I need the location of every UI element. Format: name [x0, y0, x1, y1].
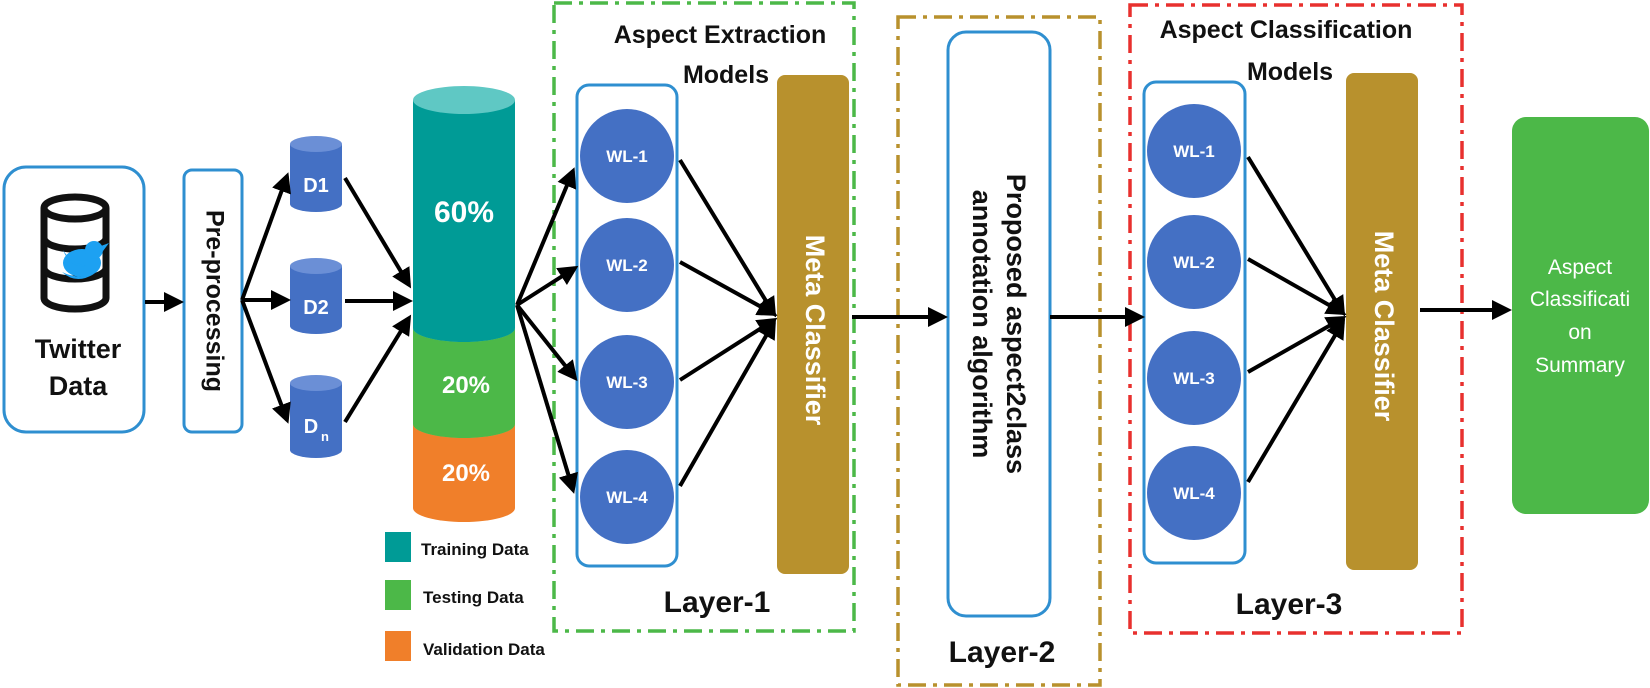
arrow [515, 265, 579, 307]
weak-learner-label: WL-3 [1173, 369, 1215, 388]
database-icon [40, 193, 110, 313]
arrow [678, 318, 776, 487]
twitter-bird-icon [62, 241, 109, 280]
legend-label-training: Training Data [421, 540, 529, 559]
output-label: Aspect [1548, 256, 1612, 279]
weak-learner-label: WL-4 [606, 488, 648, 507]
layer-3-frame: Aspect Classification Models Layer-3 [1128, 3, 1464, 635]
training-segment: 60% [413, 86, 515, 342]
layer-1-label: Layer-1 [664, 586, 771, 619]
legend: Training Data Testing Data Validation Da… [385, 532, 545, 661]
dataset-dn-label: D [304, 416, 318, 438]
output-label: Classificati [1530, 288, 1630, 311]
arrow [343, 176, 412, 289]
weak-learner-4: WL-4 [1147, 446, 1241, 540]
layer-1-meta-classifier: Meta Classifier [777, 75, 849, 574]
dataset-d2-label: D2 [303, 297, 329, 319]
meta-classifier-label: Meta Classifier [1369, 231, 1399, 422]
output-label: Summary [1535, 354, 1625, 377]
dataset-d2: D2 [290, 258, 342, 334]
weak-learner-label: WL-3 [606, 373, 648, 392]
layer-3-learner-group: WL-1 WL-2 WL-3 WL-4 [1142, 80, 1247, 565]
arrow [240, 172, 291, 301]
weak-learner-label: WL-2 [606, 256, 648, 275]
weak-learner-1: WL-1 [1147, 104, 1241, 198]
output-summary-box: Aspect Classificati on Summary [1512, 117, 1649, 514]
arrow [240, 299, 291, 424]
layer-3-label: Layer-3 [1236, 588, 1343, 621]
layer-3-meta-classifier: Meta Classifier [1346, 73, 1418, 570]
dataset-d1-label: D1 [303, 175, 329, 197]
weak-learner-1: WL-1 [580, 109, 674, 203]
weak-learner-label: WL-1 [1173, 142, 1215, 161]
layer-3-title: Models [1247, 58, 1333, 86]
layer-1-title: Models [683, 61, 769, 89]
layer-1-title: Aspect Extraction [614, 21, 827, 49]
legend-label-validation: Validation Data [423, 640, 545, 659]
data-split-stack: 20% 20% 60% [413, 86, 515, 522]
weak-learner-4: WL-4 [580, 450, 674, 544]
weak-learner-label: WL-1 [606, 147, 648, 166]
arrow [1246, 318, 1346, 484]
arrow [515, 167, 577, 306]
arrow [1247, 257, 1347, 315]
arrow [515, 303, 578, 382]
flow-arrows [145, 155, 1512, 494]
testing-percent: 20% [442, 372, 490, 399]
weak-learner-2: WL-2 [580, 218, 674, 312]
meta-classifier-label: Meta Classifier [800, 235, 830, 426]
validation-percent: 20% [442, 460, 490, 487]
legend-swatch-testing [385, 580, 411, 610]
arrow [515, 304, 578, 494]
legend-label-testing: Testing Data [423, 588, 524, 607]
arrow [679, 260, 778, 316]
algorithm-label: Proposed aspect2class [1001, 174, 1031, 474]
dataset-dn: D n [290, 375, 342, 458]
twitter-data-box: Twitter Data [2, 165, 146, 434]
weak-learner-3: WL-3 [580, 335, 674, 429]
arrow [678, 158, 777, 318]
weak-learner-label: WL-4 [1173, 484, 1215, 503]
twitter-data-label: Data [49, 371, 109, 401]
legend-swatch-validation [385, 631, 411, 661]
algorithm-label: annotation algorithm [967, 190, 997, 458]
weak-learner-2: WL-2 [1147, 215, 1241, 309]
arrow [343, 314, 412, 424]
legend-swatch-training [385, 532, 411, 562]
layer-1-learner-group: WL-1 WL-2 WL-3 WL-4 [575, 83, 679, 568]
arrow [1246, 155, 1346, 317]
weak-learner-3: WL-3 [1147, 331, 1241, 425]
layer-2-frame: Proposed aspect2class annotation algorit… [896, 15, 1102, 687]
dataset-dn-subscript: n [321, 429, 329, 444]
preprocessing-box: Pre-processing [182, 168, 244, 434]
weak-learner-label: WL-2 [1173, 253, 1215, 272]
twitter-data-label: Twitter [35, 334, 122, 364]
layer-3-title: Aspect Classification [1160, 16, 1413, 44]
dataset-d1: D1 [290, 136, 342, 212]
preprocessing-label: Pre-processing [200, 210, 228, 392]
output-label: on [1568, 321, 1591, 344]
training-percent: 60% [434, 196, 494, 229]
layer-2-label: Layer-2 [949, 636, 1056, 669]
